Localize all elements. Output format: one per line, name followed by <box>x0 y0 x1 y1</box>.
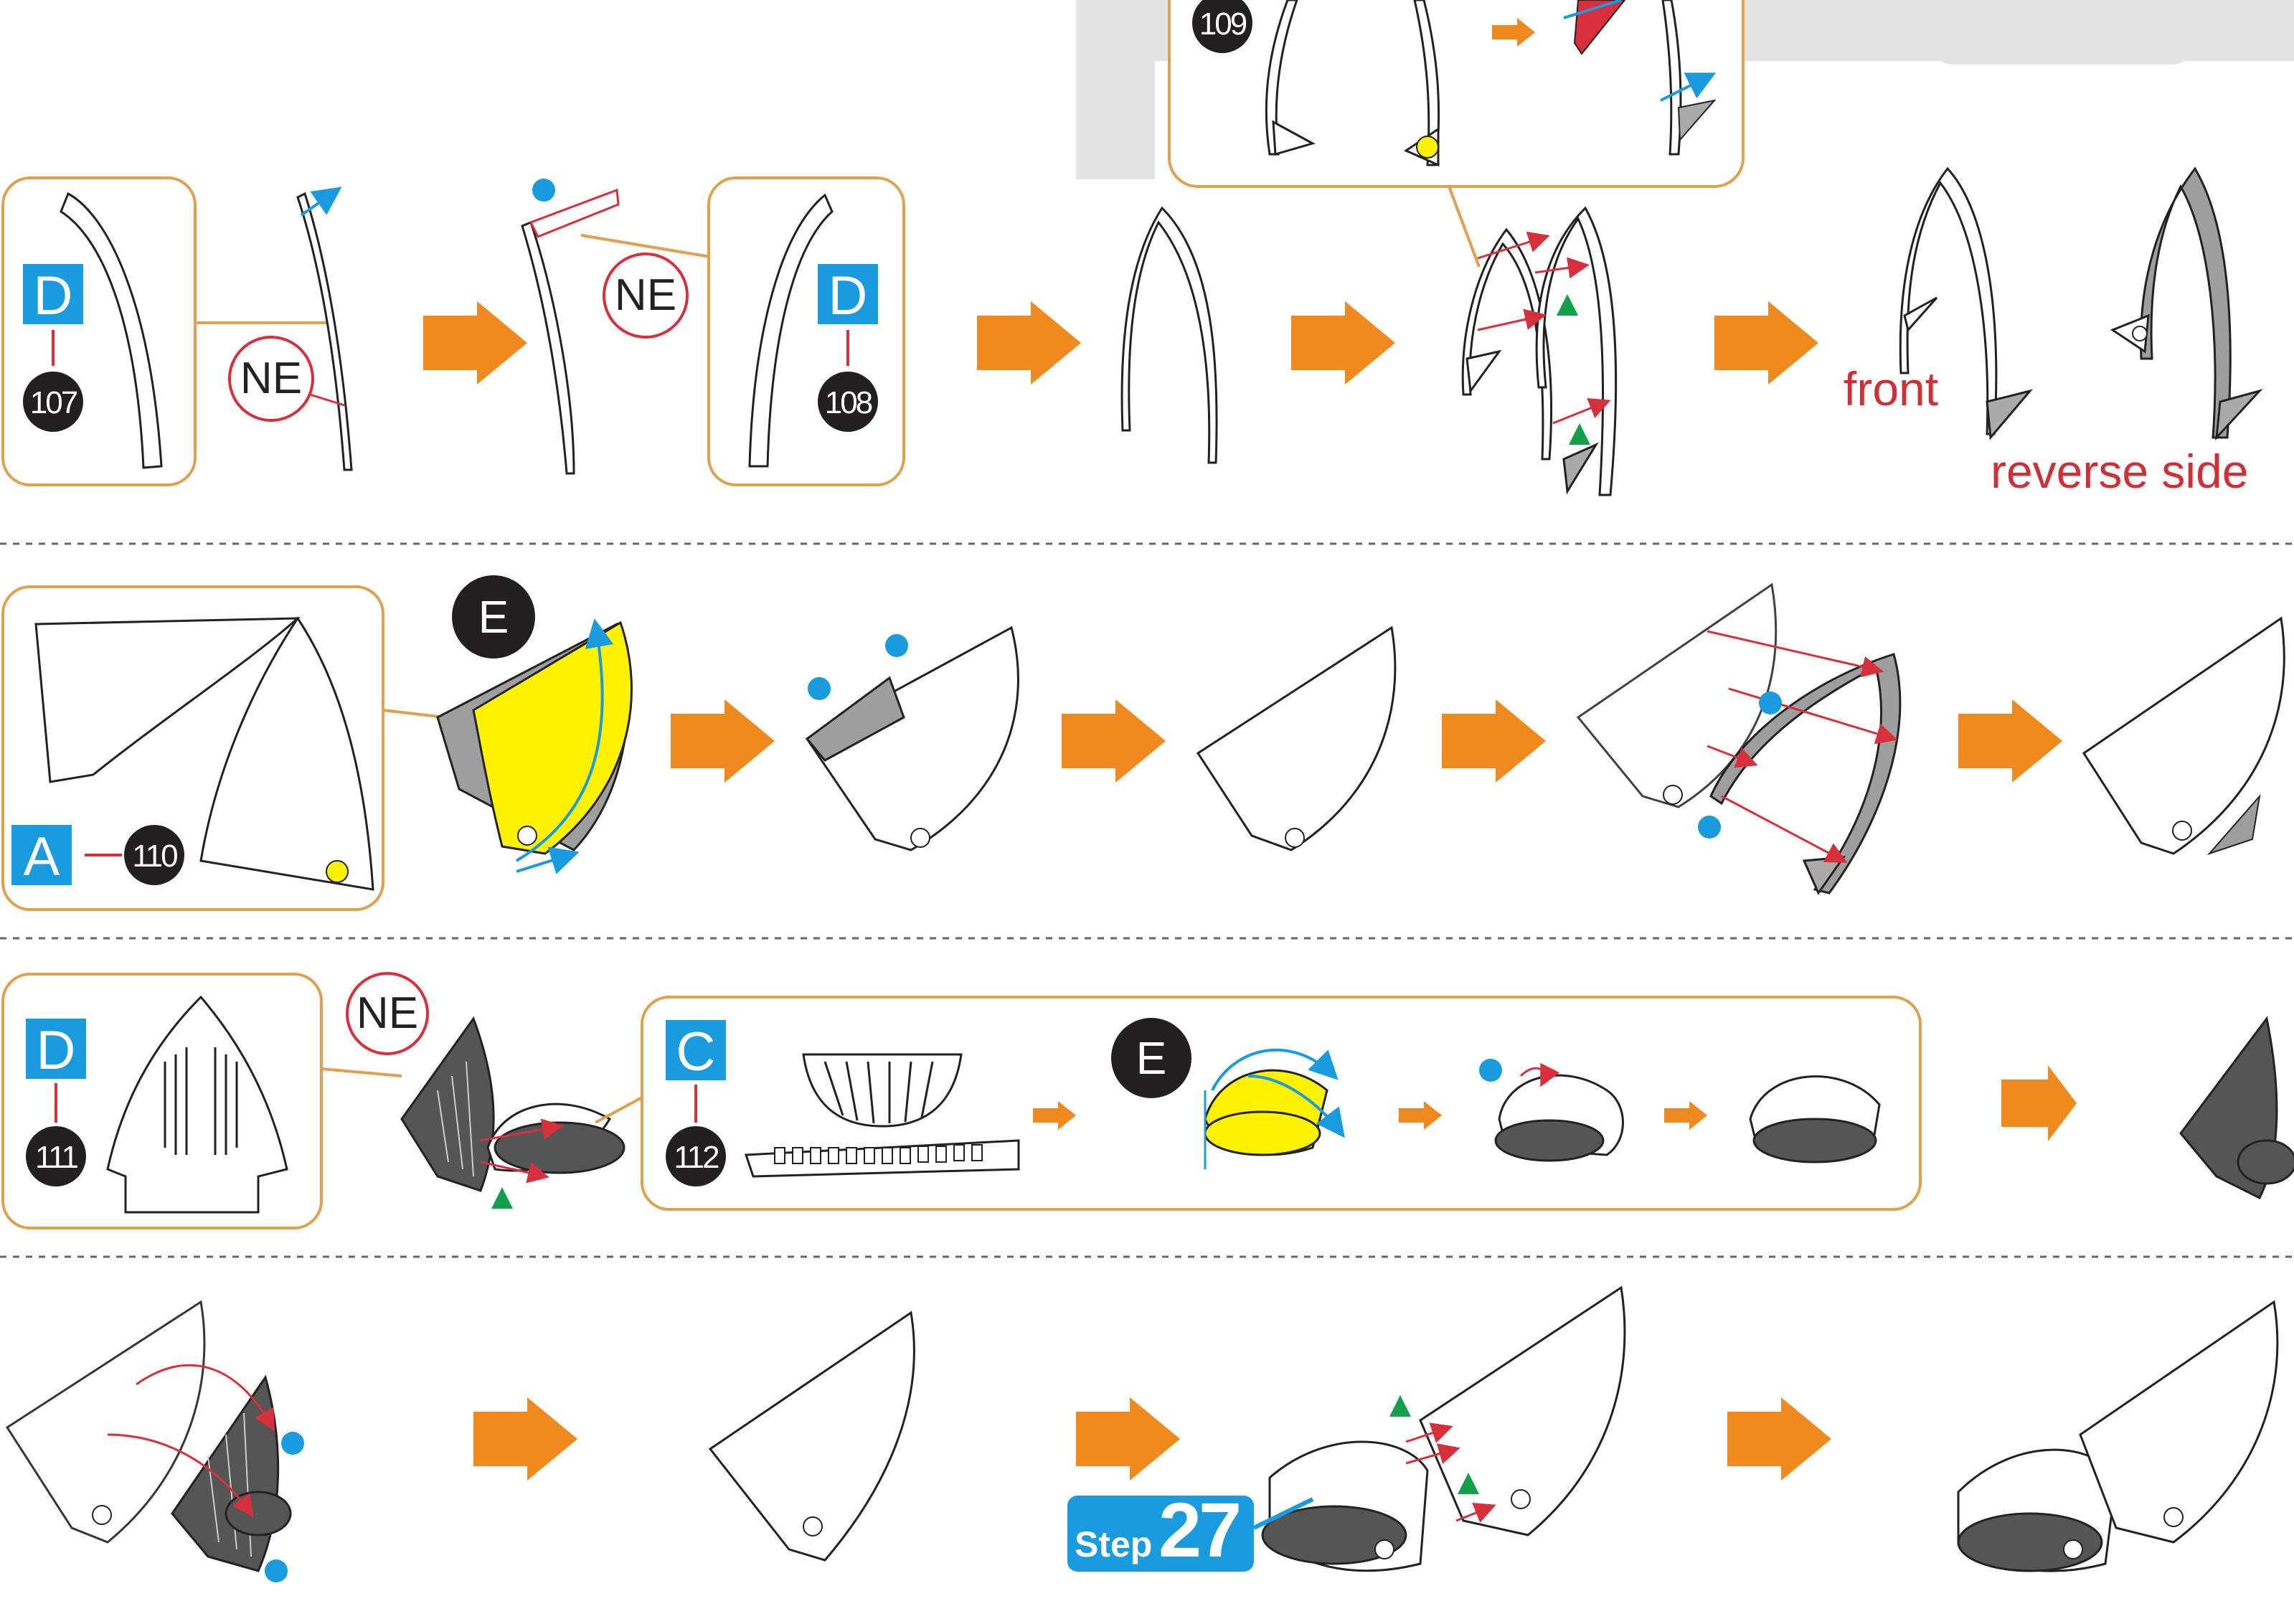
part-number-badge: 112 <box>666 1126 726 1186</box>
c2-marker-icon <box>803 1517 822 1536</box>
blue-dot-marker-icon <box>281 1432 304 1455</box>
part-number-badge: 110 <box>124 825 184 885</box>
c2-marker-icon <box>1285 828 1304 847</box>
reverse-side-label: reverse side <box>1991 445 2249 498</box>
svg-text:110: 110 <box>132 839 177 874</box>
orange-step-arrow-icon <box>671 699 775 783</box>
svg-text:E: E <box>478 591 509 643</box>
grille-result <box>2181 1019 2294 1198</box>
panel-leader-line <box>595 1097 642 1123</box>
panel-109: 109 <box>1169 0 1743 187</box>
orange-step-arrow-icon <box>1291 301 1395 384</box>
blue-dot-marker-icon <box>1759 691 1782 714</box>
ne-callout: NE <box>604 254 687 337</box>
arch-reverse-view <box>2113 169 2260 438</box>
panel-d-107: D 107 <box>3 172 195 485</box>
svg-text:NE: NE <box>240 354 302 403</box>
shell-part <box>1198 628 1395 850</box>
blue-dot-marker-icon <box>808 677 831 700</box>
svg-text:108: 108 <box>825 385 872 420</box>
svg-text:112: 112 <box>674 1140 719 1175</box>
green-triangle-marker-icon <box>1569 423 1590 445</box>
shell-grille-attach-assembly <box>7 1302 304 1582</box>
ne-callout: NE <box>347 973 428 1054</box>
e-callout: E <box>452 575 535 658</box>
orange-step-arrow-icon <box>1727 1397 1831 1481</box>
svg-text:NE: NE <box>357 988 418 1038</box>
green-triangle-marker-icon <box>1389 1395 1411 1417</box>
svg-text:NE: NE <box>615 270 676 320</box>
svg-text:A: A <box>24 826 60 887</box>
panel-leader-line <box>383 710 445 717</box>
arch-rib-part <box>298 194 351 470</box>
part-letter-badge: A <box>11 825 72 887</box>
part-letter-badge: D <box>818 264 878 326</box>
orange-step-arrow-icon <box>423 301 527 384</box>
double-arch-assembly <box>1463 208 1615 495</box>
orange-step-arrow-icon <box>1062 699 1166 783</box>
panel-leader-line <box>1449 187 1479 267</box>
panel-a-110: A 110 <box>3 587 383 910</box>
panel-d-108: D 108 <box>709 178 904 485</box>
orange-step-arrow-icon <box>1076 1397 1180 1481</box>
part-number-badge: 108 <box>818 372 878 432</box>
ne-callout: NE <box>230 337 344 420</box>
svg-text:Step: Step <box>1075 1524 1152 1564</box>
panel-leader-line <box>321 1069 402 1076</box>
blue-dot-marker-icon <box>1479 1059 1502 1082</box>
part-letter-badge: D <box>23 264 83 326</box>
assembled-arch-part <box>1122 208 1217 463</box>
blue-dot-marker-icon <box>1698 816 1721 839</box>
front-label: front <box>1844 362 1938 415</box>
part-number-badge: 107 <box>23 372 83 432</box>
orange-step-arrow-icon <box>1958 699 2062 783</box>
part-letter-badge: D <box>26 1019 86 1081</box>
orange-step-arrow-icon <box>1714 301 1818 384</box>
blue-dot-marker-icon <box>532 179 555 202</box>
blue-dot-marker-icon <box>885 634 908 657</box>
orange-step-arrow-icon <box>1442 699 1546 783</box>
svg-text:D: D <box>829 265 868 326</box>
panel-c-112: C 112 <box>642 997 1920 1209</box>
step-27-assembly <box>1262 1288 1625 1571</box>
grille-and-base-assembly <box>402 1019 624 1209</box>
panel-d-111: D 111 <box>3 974 321 1228</box>
part-number-badge: 111 <box>26 1126 86 1186</box>
e-callout: E <box>1111 1018 1191 1098</box>
yellow-shell-part <box>438 623 631 872</box>
shell-part-gray-edge <box>807 628 1018 850</box>
svg-text:D: D <box>37 1020 76 1081</box>
svg-text:E: E <box>1136 1032 1167 1084</box>
green-triangle-marker-icon <box>1557 294 1578 316</box>
svg-text:107: 107 <box>30 385 77 420</box>
part-letter-badge: C <box>666 1020 726 1082</box>
arch-rib-part <box>522 222 574 473</box>
orange-step-arrow-icon <box>2001 1065 2077 1141</box>
c2-marker-icon <box>2173 821 2191 840</box>
completed-shell-assembly <box>1958 1302 2278 1571</box>
orange-step-arrow-icon <box>977 301 1081 384</box>
shell-and-arch-assembly <box>1578 585 1900 893</box>
svg-text:D: D <box>34 265 73 326</box>
green-triangle-marker-icon <box>491 1187 513 1209</box>
orange-step-arrow-icon <box>473 1397 577 1481</box>
svg-text:27: 27 <box>1158 1486 1239 1573</box>
blue-dot-marker-icon <box>265 1559 288 1582</box>
svg-text:111: 111 <box>35 1140 77 1175</box>
svg-text:109: 109 <box>1199 6 1247 42</box>
svg-text:C: C <box>676 1021 716 1082</box>
